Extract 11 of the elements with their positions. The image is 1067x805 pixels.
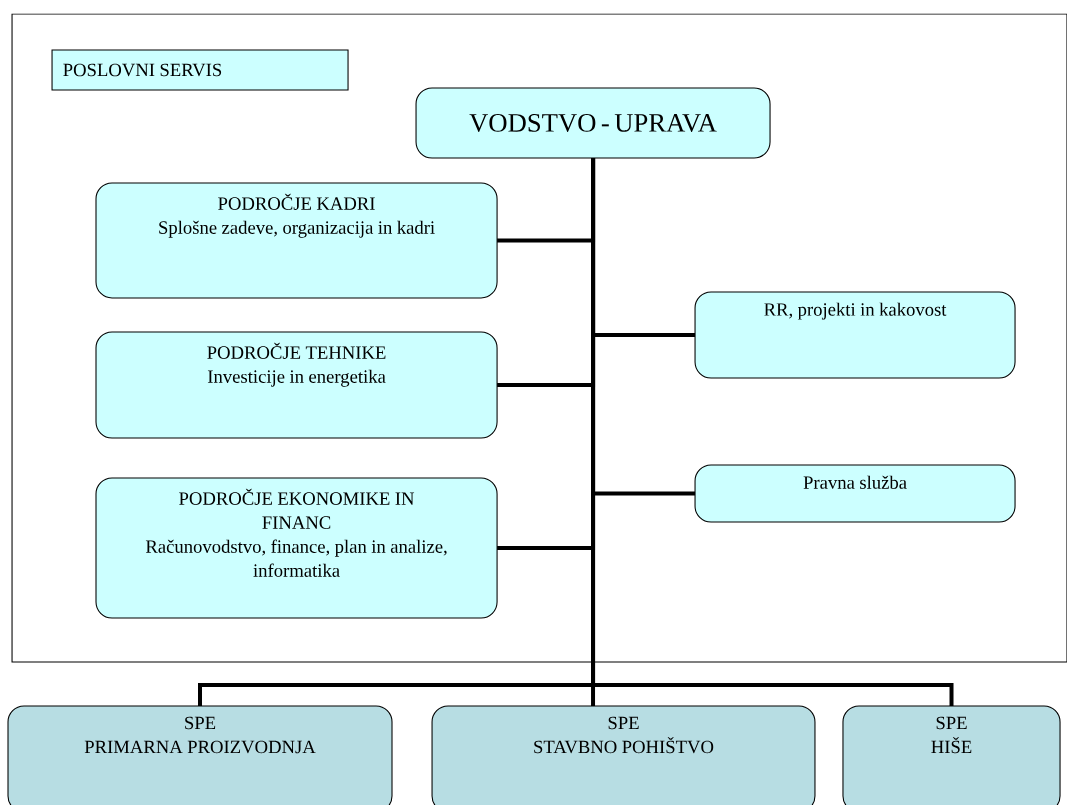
org-box: PODROČJE KADRI Splošne zadeve, organizacija in kadri xyxy=(95,182,498,299)
unit-box: SPE STAVBNO POHIŠTVO xyxy=(431,705,816,805)
org-box: PODROČJE TEHNIKE Investicije in energetika xyxy=(95,331,498,439)
unit-box: SPE PRIMARNA PROIZVODNJA xyxy=(7,705,393,805)
org-box: PODROČJE EKONOMIKE IN FINANC Računovodstvo, finance, plan in analize, informatika xyxy=(95,477,498,619)
connector-line xyxy=(591,158,954,706)
org-box: RR, projekti in kakovost xyxy=(694,291,1016,379)
org-box: VODSTVO - UPRAVA xyxy=(415,87,771,159)
org-box: Pravna služba xyxy=(694,464,1016,523)
unit-box: SPE HIŠE xyxy=(842,705,1061,805)
label-box: POSLOVNI SERVIS xyxy=(51,49,349,91)
